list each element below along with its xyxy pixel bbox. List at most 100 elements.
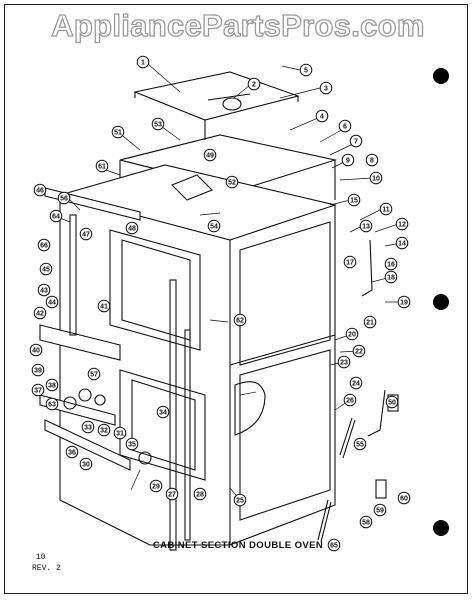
svg-text:8: 8 (370, 158, 374, 165)
svg-text:32: 32 (100, 428, 108, 435)
callout-15: 15 (347, 193, 361, 207)
svg-text:7: 7 (354, 139, 358, 146)
right-trim-strip (184, 329, 191, 541)
callout-59: 59 (373, 503, 387, 517)
callout-42: 42 (33, 306, 47, 320)
callout-34: 34 (156, 405, 170, 419)
callout-55: 55 (353, 437, 367, 451)
callout-27: 27 (165, 487, 179, 501)
svg-text:66: 66 (40, 243, 48, 250)
callout-50: 50 (385, 395, 399, 409)
svg-text:27: 27 (168, 492, 176, 499)
callout-60: 60 (397, 491, 411, 505)
svg-text:20: 20 (348, 332, 356, 339)
svg-text:62: 62 (236, 318, 244, 325)
svg-text:43: 43 (40, 288, 48, 295)
callout-19: 19 (397, 295, 411, 309)
svg-text:40: 40 (32, 348, 40, 355)
lower-oven-cavity (119, 369, 206, 481)
insulation-blanket (234, 381, 266, 436)
svg-text:9: 9 (346, 158, 350, 165)
callout-36: 36 (65, 445, 79, 459)
svg-text:16: 16 (387, 262, 395, 269)
left-trim-strip (69, 214, 77, 336)
center-trim-strip (169, 279, 177, 551)
callout-56: 56 (57, 191, 71, 205)
svg-text:25: 25 (236, 498, 244, 505)
callout-65: 65 (327, 538, 341, 552)
upper-oven-cavity (109, 229, 201, 351)
callout-58: 58 (359, 515, 373, 529)
binder-hole-top (433, 68, 449, 84)
callout-25: 25 (233, 493, 247, 507)
callout-26: 26 (343, 393, 357, 407)
callout-24: 24 (349, 376, 363, 390)
svg-text:47: 47 (82, 232, 90, 239)
callout-17: 17 (343, 255, 357, 269)
callout-44: 44 (45, 295, 59, 309)
callout-labels: 1 2 3 4 5 6 7 8 9 10 11 12 13 14 15 16 1… (29, 55, 411, 552)
svg-text:51: 51 (114, 130, 122, 137)
svg-text:46: 46 (36, 188, 44, 195)
svg-text:22: 22 (355, 349, 363, 356)
svg-text:58: 58 (362, 520, 370, 527)
svg-text:45: 45 (42, 267, 50, 274)
callout-37: 37 (31, 383, 45, 397)
callout-29: 29 (149, 479, 163, 493)
callout-54: 54 (207, 219, 221, 233)
roller-foot (138, 451, 152, 465)
svg-text:65: 65 (330, 543, 338, 550)
svg-text:2: 2 (252, 82, 256, 89)
svg-text:54: 54 (210, 224, 218, 231)
svg-text:35: 35 (128, 442, 136, 449)
svg-text:30: 30 (82, 462, 90, 469)
page-number: 10 (36, 553, 46, 562)
svg-text:6: 6 (343, 124, 347, 131)
callout-61: 61 (95, 159, 109, 173)
svg-text:24: 24 (352, 381, 360, 388)
callout-49: 49 (203, 148, 217, 162)
callout-46: 46 (33, 183, 47, 197)
svg-text:42: 42 (36, 311, 44, 318)
hinge-bracket (361, 239, 373, 297)
callout-23: 23 (337, 355, 351, 369)
top-panel (133, 71, 300, 121)
svg-text:55: 55 (356, 442, 364, 449)
callout-20: 20 (345, 327, 359, 341)
callout-43: 43 (37, 283, 51, 297)
callout-2: 2 (247, 77, 261, 91)
callout-38: 38 (45, 378, 59, 392)
svg-text:33: 33 (84, 425, 92, 432)
svg-text:39: 39 (34, 368, 42, 375)
callout-31: 31 (113, 426, 127, 440)
svg-text:19: 19 (400, 300, 408, 307)
callout-66: 66 (37, 238, 51, 252)
svg-text:64: 64 (52, 214, 60, 221)
binder-hole-middle (433, 294, 449, 310)
svg-text:21: 21 (366, 320, 374, 327)
callout-51: 51 (111, 125, 125, 139)
callout-48: 48 (125, 221, 139, 235)
svg-text:61: 61 (98, 164, 106, 171)
svg-text:44: 44 (48, 300, 56, 307)
svg-text:53: 53 (154, 122, 162, 129)
watermark-text: AppliancePartsPros.com (51, 7, 426, 43)
callout-62: 62 (233, 313, 247, 327)
callout-21: 21 (363, 315, 377, 329)
svg-text:26: 26 (346, 398, 354, 405)
callout-12: 12 (395, 217, 409, 231)
svg-text:60: 60 (400, 496, 408, 503)
callout-3: 3 (319, 81, 333, 95)
callout-35: 35 (125, 437, 139, 451)
svg-text:38: 38 (48, 383, 56, 390)
svg-text:13: 13 (362, 224, 370, 231)
svg-text:57: 57 (90, 372, 98, 379)
callout-5: 5 (299, 63, 313, 77)
callout-64: 64 (49, 209, 63, 223)
svg-text:4: 4 (320, 114, 324, 121)
svg-text:48: 48 (128, 226, 136, 233)
callout-13: 13 (359, 219, 373, 233)
svg-text:14: 14 (398, 241, 406, 248)
svg-text:37: 37 (34, 388, 42, 395)
